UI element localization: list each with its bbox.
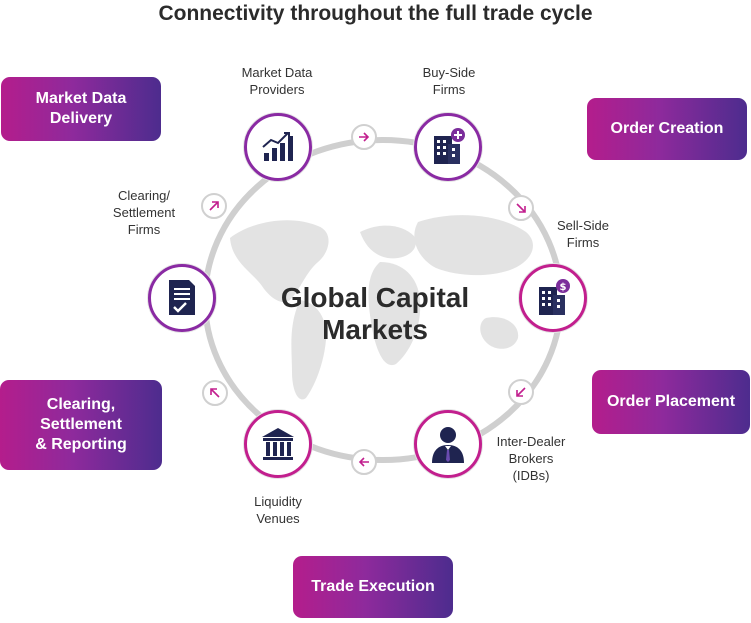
arrow-up-right-icon bbox=[201, 193, 227, 219]
document-check-icon bbox=[169, 280, 195, 315]
label-market-data-providers: Market Data Providers bbox=[241, 65, 313, 97]
building-dollar-icon: $ bbox=[539, 279, 570, 315]
arrow-right-icon bbox=[351, 124, 377, 150]
page-title: Connectivity throughout the full trade c… bbox=[158, 2, 593, 25]
label-sell-side-firms: Sell-Side Firms bbox=[556, 218, 610, 250]
node-sell-side-firms: $ bbox=[519, 264, 587, 332]
label-inter-dealer-brokers: Inter-Dealer Brokers (IDBs) bbox=[496, 434, 566, 483]
arrow-down-right-icon bbox=[508, 195, 534, 221]
node-inter-dealer-brokers bbox=[414, 410, 482, 478]
bar-chart-icon bbox=[262, 132, 293, 161]
center-label: Global Capital Markets bbox=[280, 282, 470, 346]
arrow-down-left-icon bbox=[508, 379, 534, 405]
node-liquidity-venues bbox=[244, 410, 312, 478]
arrow-up-left-icon bbox=[202, 380, 228, 406]
businessman-icon bbox=[432, 427, 464, 463]
node-market-data-providers bbox=[244, 113, 312, 181]
bank-icon bbox=[262, 428, 294, 460]
svg-text:$: $ bbox=[560, 282, 567, 293]
label-buy-side-firms: Buy-Side Firms bbox=[422, 65, 476, 97]
arrow-left-icon bbox=[351, 449, 377, 475]
stage-clearing-settlement-reporting: Clearing, Settlement & Reporting bbox=[0, 380, 162, 470]
building-plus-icon bbox=[434, 128, 465, 164]
stage-order-creation: Order Creation bbox=[587, 98, 747, 160]
node-buy-side-firms bbox=[414, 113, 482, 181]
label-liquidity-venues: Liquidity Venues bbox=[254, 494, 302, 526]
stage-order-placement: Order Placement bbox=[592, 370, 750, 434]
label-clearing-settlement-firms: Clearing/ Settlement Firms bbox=[112, 188, 176, 237]
node-clearing-settlement-firms bbox=[148, 264, 216, 332]
stage-trade-execution: Trade Execution bbox=[293, 556, 453, 618]
stage-market-data-delivery: Market Data Delivery bbox=[1, 77, 161, 141]
